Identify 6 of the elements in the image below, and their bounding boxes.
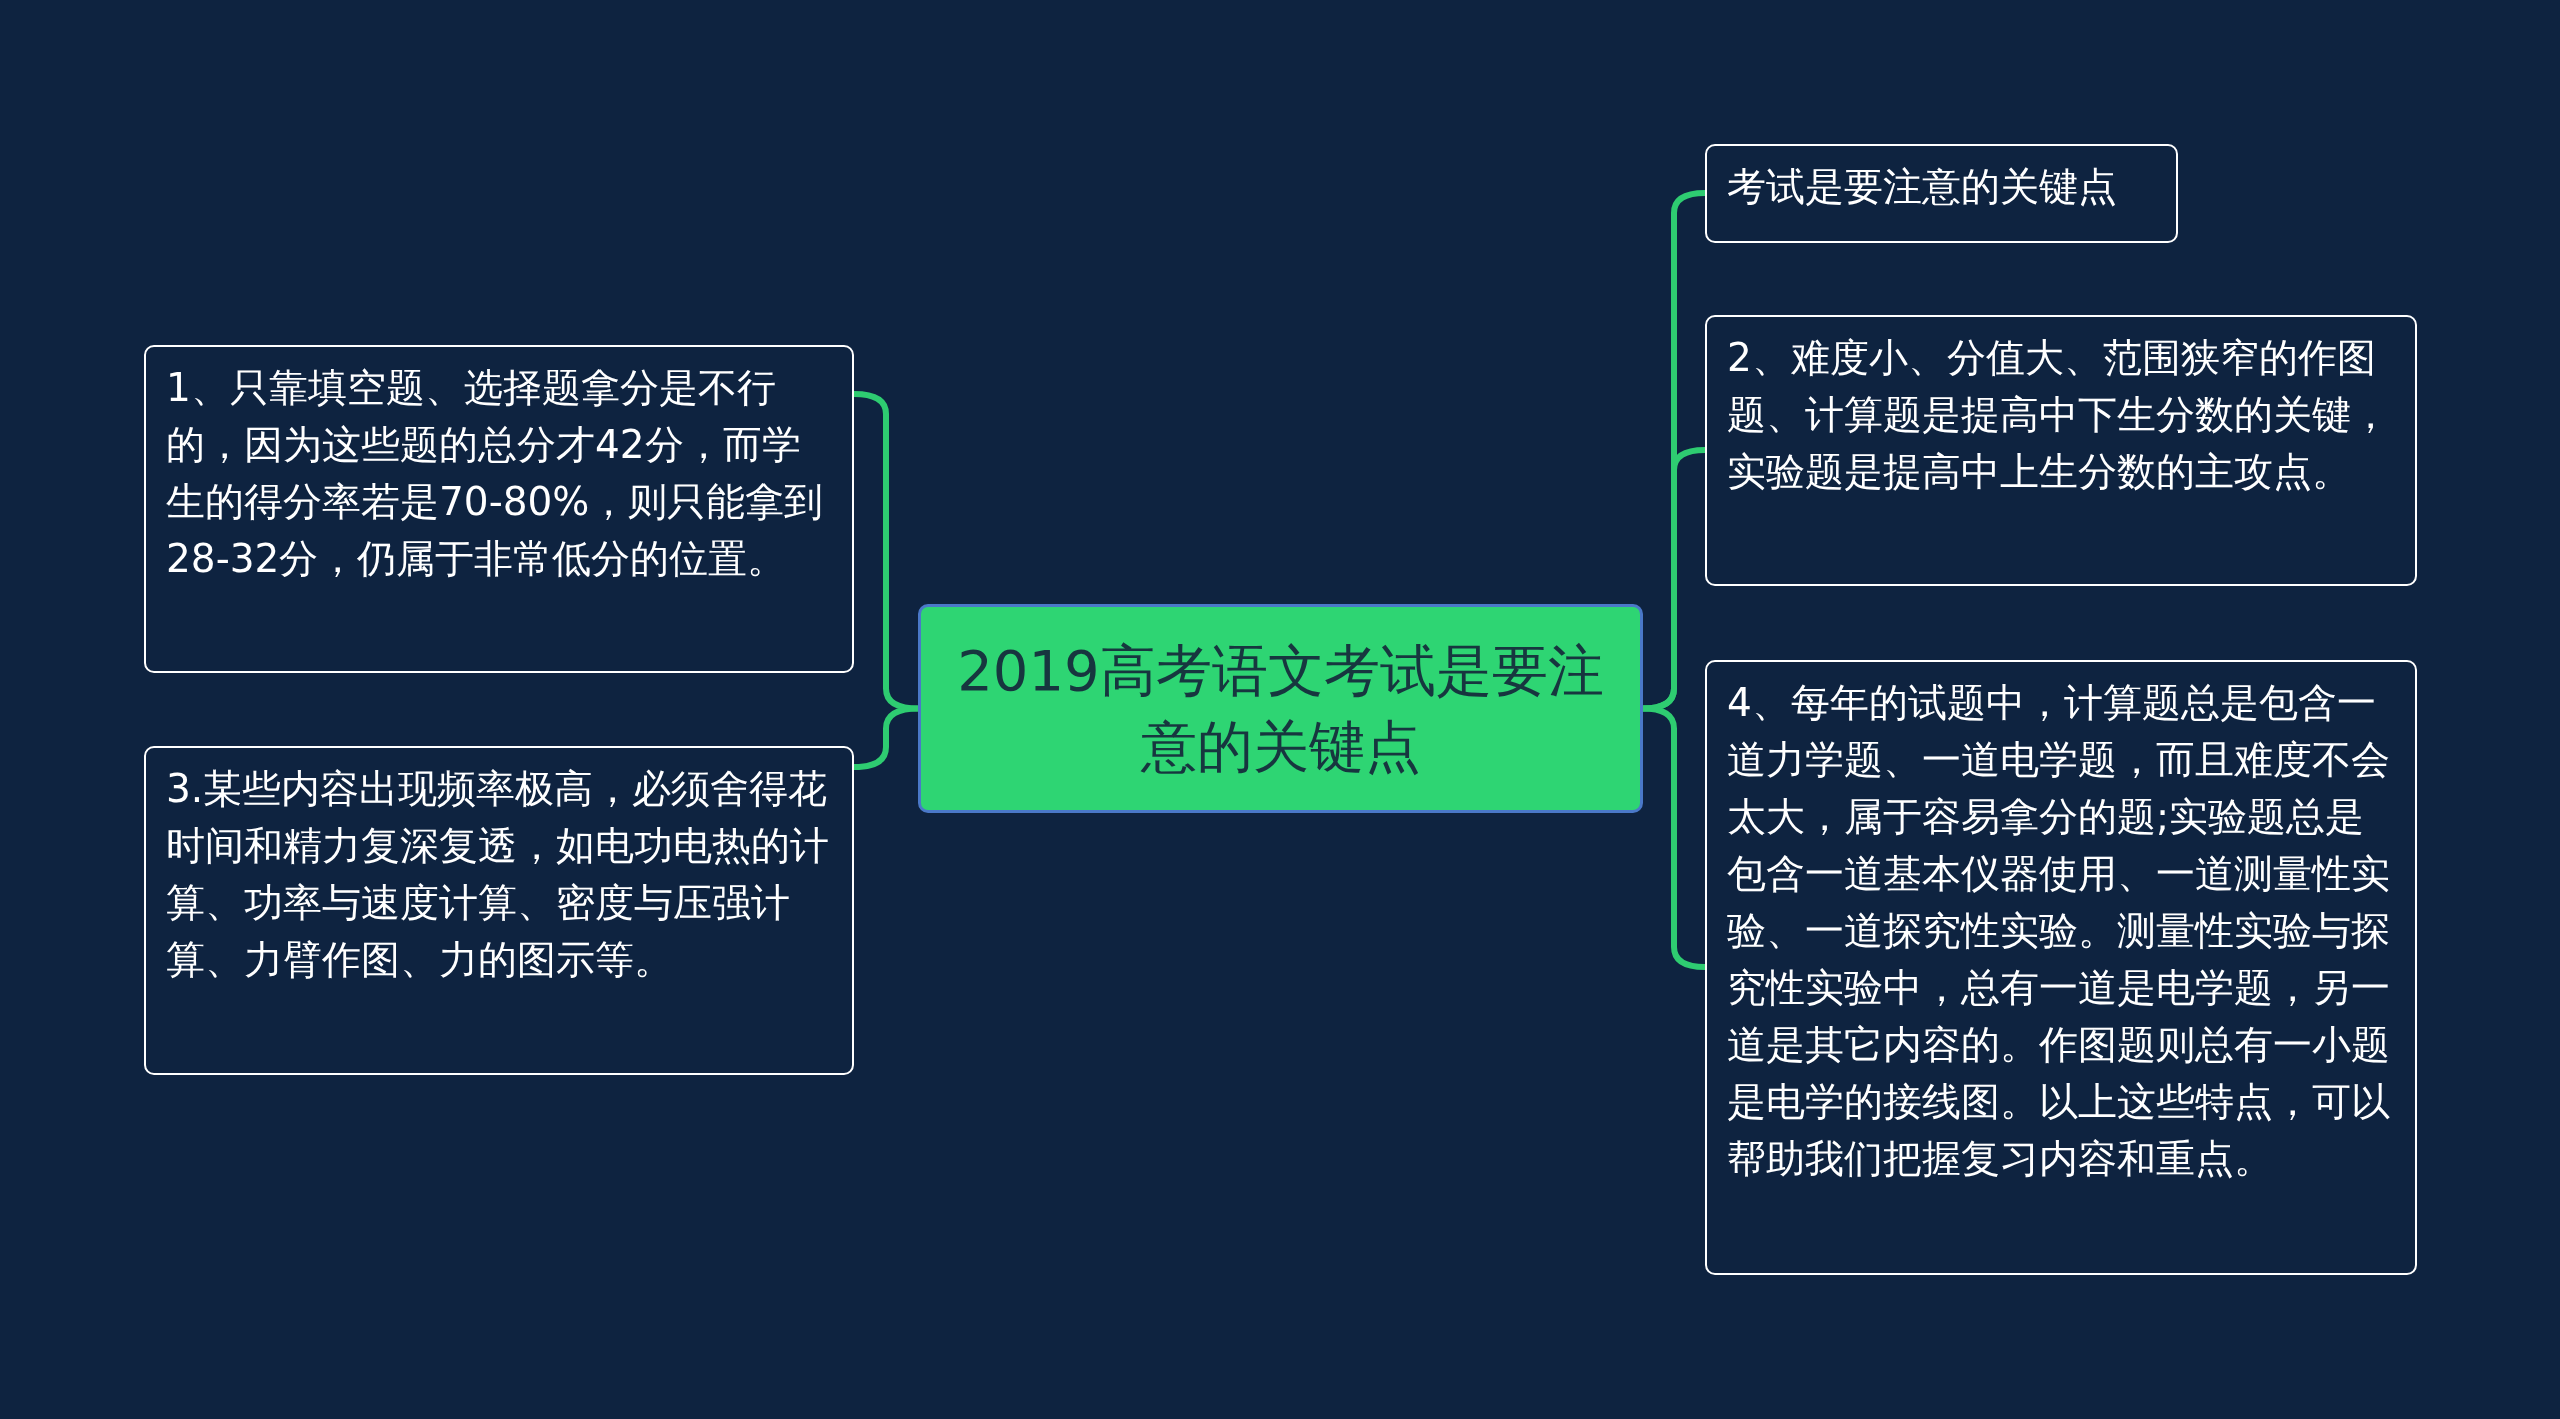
text-box: 2、难度小、分值大、范围狭窄的作图题、计算题是提高中下生分数的关键，实验题是提高中上生分数的主攻点。 <box>1705 315 2417 586</box>
text-box: 4、每年的试题中，计算题总是包含一道力学题、一道电学题，而且难度不会太大，属于容易拿分的题;实验题总是包含一道基本仪器使用、一道测量性实验、一道探究性实验。测量性实验与探究性实验中，总有一道是电学题，另一道是其它内容的。作图题则总有一小题是电学的接线图。以上这些特点，可以帮助我们把握复习内容和重点。 <box>1705 660 2417 1275</box>
text-box: 考试是要注意的关键点 <box>1705 144 2178 243</box>
text-box: 1、只靠填空题、选择题拿分是不行的，因为这些题的总分才42分，而学生的得分率若是70-80%，则只能拿到28-32分，仍属于非常低分的位置。 <box>144 345 854 673</box>
topic-box: 2019高考语文考试是要注意的关键点 <box>918 604 1643 813</box>
text-box: 3.某些内容出现频率极高，必须舍得花时间和精力复深复透，如电功电热的计算、功率与速度计算、密度与压强计算、力臂作图、力的图示等。 <box>144 746 854 1075</box>
